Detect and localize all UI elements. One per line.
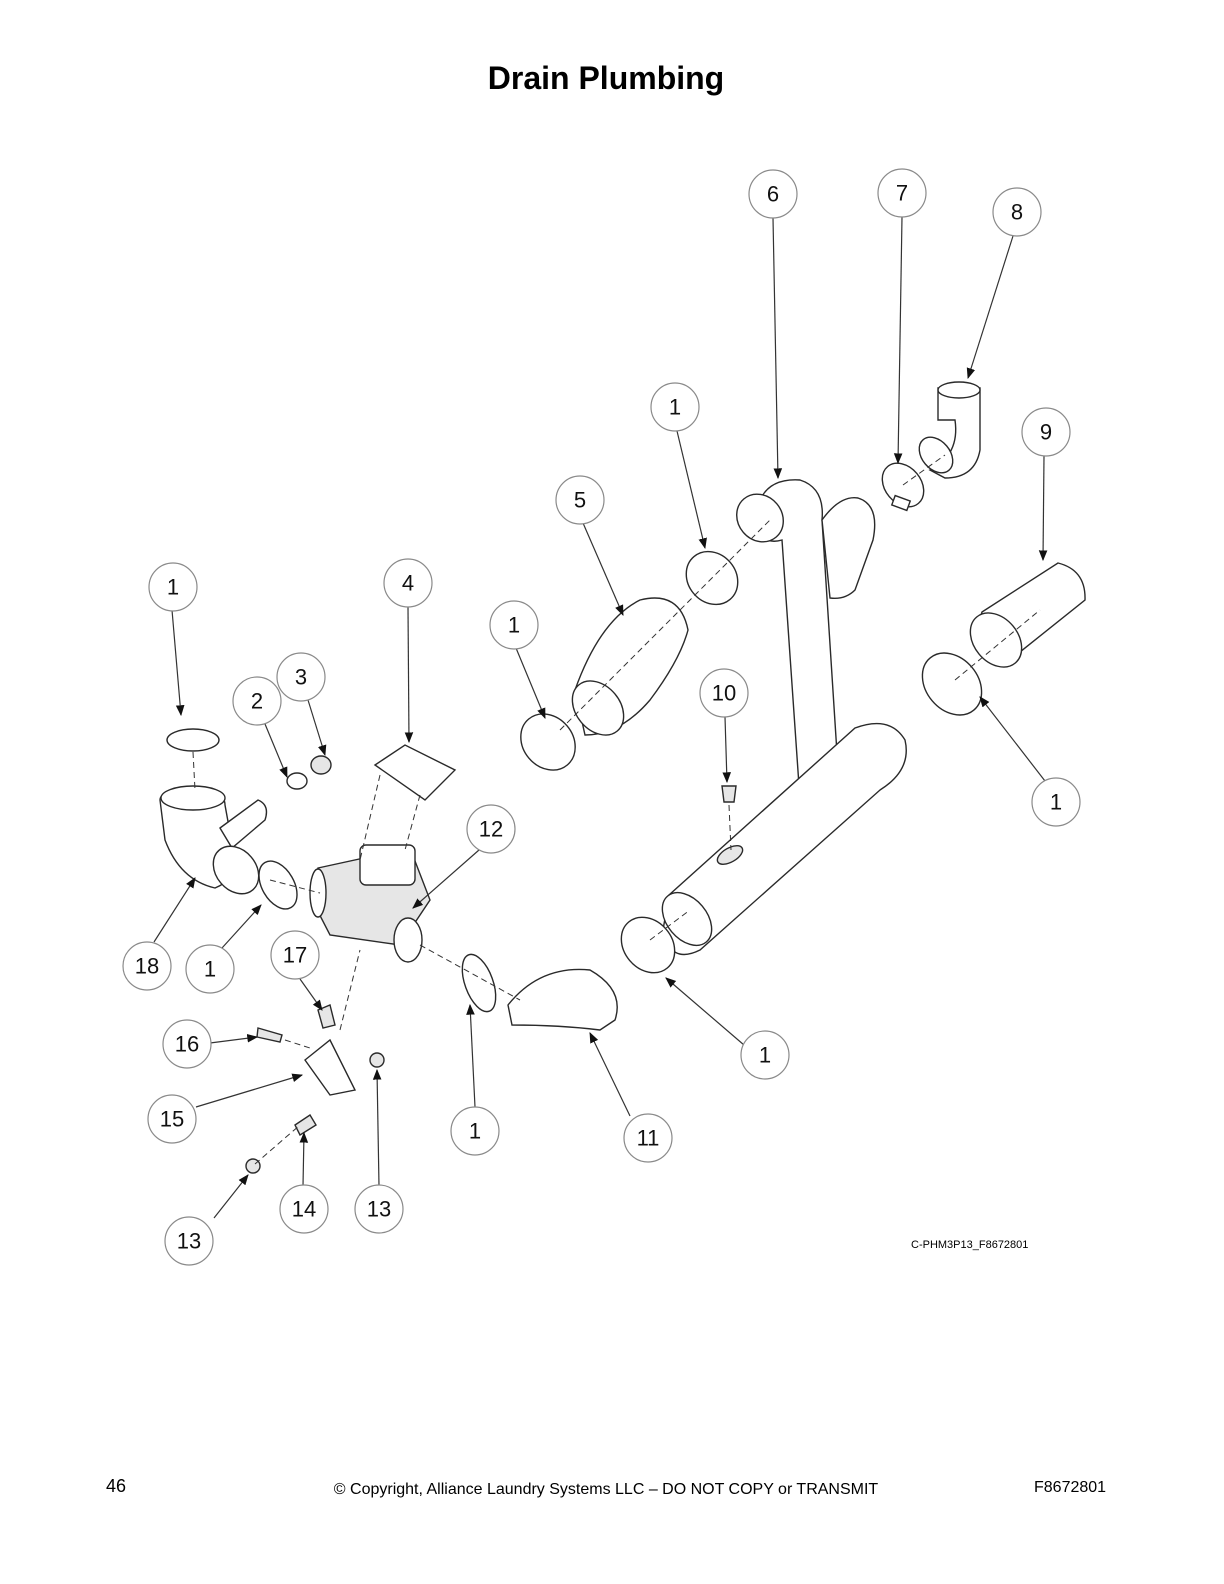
svg-text:10: 10 bbox=[712, 681, 736, 706]
callout-13-a: 13 bbox=[354, 1184, 404, 1234]
callout-1-c: 1 bbox=[1031, 777, 1081, 827]
pipe-9-part bbox=[969, 562, 1086, 668]
svg-text:1: 1 bbox=[1050, 790, 1062, 815]
leader-lines bbox=[153, 216, 1048, 1219]
callout-13-b: 13 bbox=[164, 1216, 214, 1266]
callout-2: 2 bbox=[232, 676, 282, 726]
svg-text:1: 1 bbox=[167, 575, 179, 600]
drawing-code: C-PHM3P13_F8672801 bbox=[911, 1239, 1029, 1251]
callout-12: 12 bbox=[466, 804, 516, 854]
svg-text:12: 12 bbox=[479, 817, 503, 842]
svg-text:6: 6 bbox=[767, 182, 779, 207]
elbow-8-part bbox=[918, 381, 981, 479]
svg-text:13: 13 bbox=[367, 1197, 391, 1222]
svg-text:4: 4 bbox=[402, 571, 414, 596]
assembly-axes bbox=[254, 454, 1041, 1165]
page-title: Drain Plumbing bbox=[487, 60, 725, 96]
clamp-1-left-part bbox=[166, 728, 298, 910]
svg-text:1: 1 bbox=[508, 613, 520, 638]
fitting-10-part bbox=[721, 785, 737, 851]
callout-1-e: 1 bbox=[450, 1106, 500, 1156]
drain-tee-6-part bbox=[661, 479, 907, 956]
callout-14: 14 bbox=[279, 1184, 329, 1234]
callout-18: 18 bbox=[122, 941, 172, 991]
callout-1-a: 1 bbox=[650, 382, 700, 432]
svg-text:1: 1 bbox=[204, 957, 216, 982]
hose-5-part bbox=[571, 597, 689, 736]
callout-9: 9 bbox=[1021, 407, 1071, 457]
copyright-notice: © Copyright, Alliance Laundry Systems LL… bbox=[333, 1481, 879, 1498]
svg-text:1: 1 bbox=[759, 1043, 771, 1068]
drain-valve-12-part bbox=[309, 844, 431, 963]
document-id: F8672801 bbox=[1034, 1479, 1107, 1496]
elbow-18-part bbox=[159, 785, 268, 895]
callout-16: 16 bbox=[162, 1019, 212, 1069]
svg-text:15: 15 bbox=[160, 1107, 184, 1132]
clamp-1-right-part bbox=[461, 550, 983, 1013]
elbow-11-part bbox=[507, 968, 618, 1031]
callout-4: 4 bbox=[383, 558, 433, 608]
svg-text:16: 16 bbox=[175, 1032, 199, 1057]
callout-11: 11 bbox=[623, 1113, 673, 1163]
callout-5: 5 bbox=[555, 475, 605, 525]
callout-17: 17 bbox=[270, 930, 320, 980]
svg-text:1: 1 bbox=[469, 1119, 481, 1144]
callout-1-b: 1 bbox=[489, 600, 539, 650]
svg-text:1: 1 bbox=[669, 395, 681, 420]
cover-4-part bbox=[359, 744, 457, 861]
small-parts-2-3 bbox=[286, 755, 332, 790]
svg-text:8: 8 bbox=[1011, 200, 1023, 225]
svg-text:2: 2 bbox=[251, 689, 263, 714]
svg-text:5: 5 bbox=[574, 488, 586, 513]
svg-text:11: 11 bbox=[637, 1126, 660, 1151]
callout-10: 10 bbox=[699, 668, 749, 718]
callout-6: 6 bbox=[748, 169, 798, 219]
svg-text:18: 18 bbox=[135, 954, 159, 979]
callout-15: 15 bbox=[147, 1094, 197, 1144]
svg-text:13: 13 bbox=[177, 1229, 201, 1254]
callout-1-g: 1 bbox=[185, 944, 235, 994]
svg-text:7: 7 bbox=[896, 181, 908, 206]
svg-text:3: 3 bbox=[295, 665, 307, 690]
bracket-hardware-part bbox=[245, 1004, 385, 1174]
callout-8: 8 bbox=[992, 187, 1042, 237]
svg-text:14: 14 bbox=[292, 1197, 316, 1222]
callout-1-d: 1 bbox=[740, 1030, 790, 1080]
callout-3: 3 bbox=[276, 652, 326, 702]
callout-7: 7 bbox=[877, 168, 927, 218]
callout-1-f: 1 bbox=[148, 562, 198, 612]
svg-text:17: 17 bbox=[283, 943, 307, 968]
page-number: 46 bbox=[106, 1476, 127, 1496]
svg-text:9: 9 bbox=[1040, 420, 1052, 445]
